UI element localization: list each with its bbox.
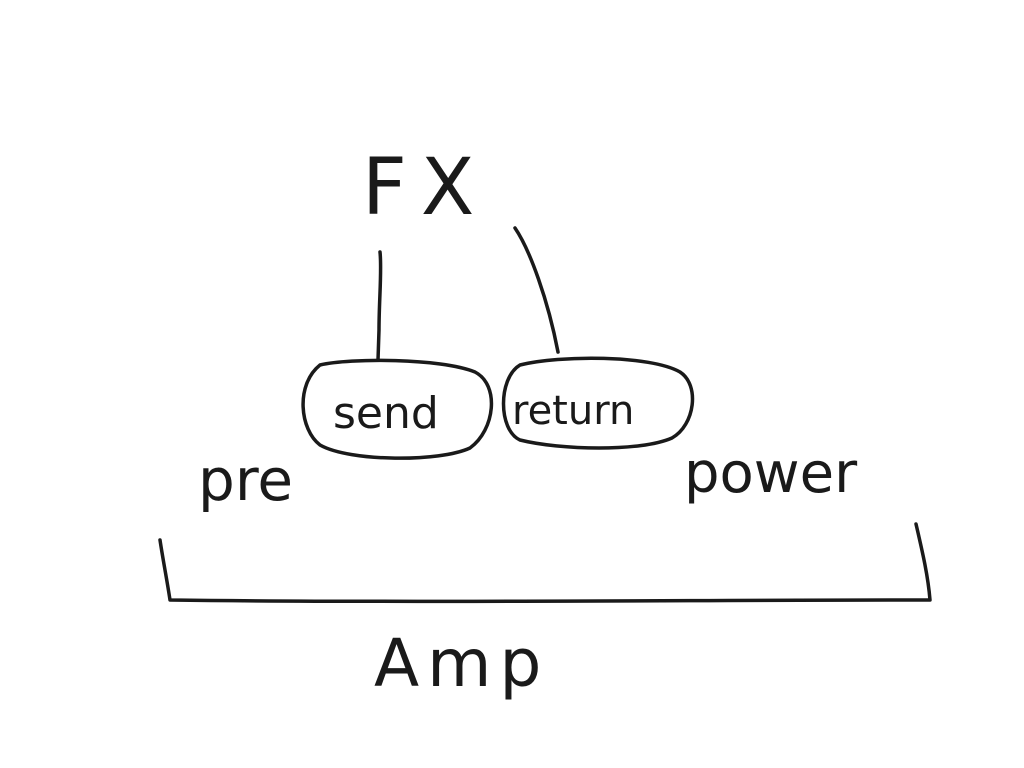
send-connector-line	[376, 250, 383, 362]
fx-label: FX	[362, 143, 488, 233]
amp-label: Amp	[374, 625, 549, 702]
amp-bracket	[158, 522, 932, 604]
return-connector-line	[513, 226, 560, 354]
power-amp-label: power	[684, 441, 858, 506]
send-jack-outline	[301, 358, 494, 460]
preamp-label: pre	[198, 446, 293, 514]
return-label: return	[512, 388, 634, 434]
return-jack-outline	[501, 356, 695, 450]
send-label: send	[333, 388, 439, 439]
